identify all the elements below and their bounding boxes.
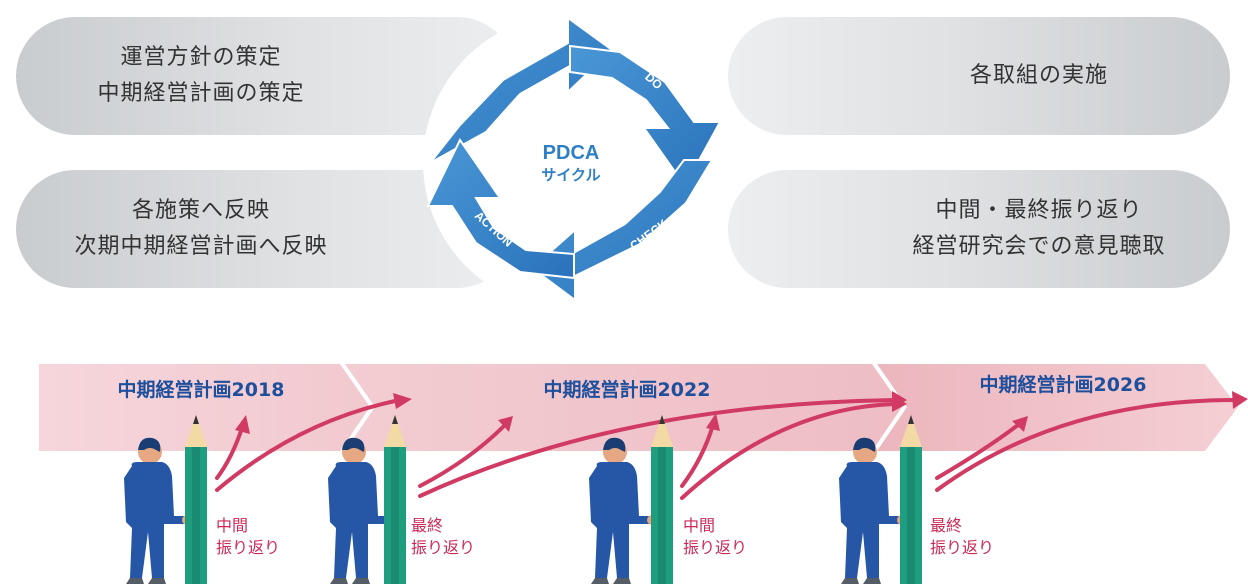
check-line-2: 経営研究会での意見聴取 — [912, 234, 1166, 259]
review-curve-3-short — [680, 423, 715, 488]
review-curve-2-long — [418, 398, 897, 498]
review-label-2-line2: 振り返り — [411, 538, 476, 557]
arrowhead-4b — [1232, 391, 1248, 409]
review-curve-1-short — [215, 426, 244, 480]
check-line-1: 中間・最終振り返り — [935, 198, 1143, 223]
pdca-center-title: PDCA — [543, 142, 600, 164]
review-label-3-line2: 振り返り — [683, 538, 748, 557]
arrowhead-1b — [393, 393, 412, 409]
review-curve-1-long — [215, 398, 402, 492]
review-curves — [215, 398, 1237, 500]
review-label-1-line2: 振り返り — [216, 538, 281, 557]
action-description-pill: 各施策へ反映 次期中期経営計画へ反映 — [16, 170, 516, 288]
pencil-icon-4 — [900, 415, 922, 584]
do-line-1: 各取組の実施 — [969, 63, 1108, 88]
pdca-center-subtitle: サイクル — [541, 166, 600, 184]
review-label-4-line1: 最終 — [930, 516, 963, 535]
plan-line-1: 運営方針の策定 — [120, 45, 282, 70]
review-label-4-line2: 振り返り — [930, 538, 995, 557]
review-label-4: 最終 振り返り — [930, 515, 994, 559]
check-description-pill: 中間・最終振り返り 経営研究会での意見聴取 — [728, 170, 1230, 288]
action-line-2: 次期中期経営計画へ反映 — [74, 234, 328, 259]
do-arrow — [569, 44, 722, 188]
review-curve-4-short — [935, 423, 1020, 480]
person-figure-4 — [839, 437, 907, 584]
plan-2022-title: 中期経営計画2022 — [544, 378, 711, 401]
do-description-pill: 各取組の実施 — [728, 17, 1230, 135]
plan-2026-title: 中期経営計画2026 — [980, 373, 1147, 396]
plan-description-pill: 運営方針の策定 中期経営計画の策定 — [16, 17, 516, 135]
pencil-icon-1 — [185, 415, 207, 584]
plan-2018-band — [39, 364, 370, 451]
review-label-1: 中間 振り返り — [216, 515, 280, 559]
arrowhead-3a — [706, 413, 720, 431]
arrowhead-3b — [892, 395, 907, 412]
action-line-1: 各施策へ反映 — [131, 198, 270, 223]
plan-line-2: 中期経営計画の策定 — [97, 81, 305, 106]
pencil-icon-2 — [384, 415, 406, 584]
review-label-2: 最終 振り返り — [411, 515, 475, 559]
plan-2018-title: 中期経営計画2018 — [118, 378, 285, 401]
review-curve-4-long — [935, 398, 1237, 492]
person-figure-3 — [589, 437, 657, 584]
check-arrow — [530, 159, 714, 302]
plan-2026-band — [877, 364, 1238, 451]
review-arrowheads — [235, 391, 1248, 434]
review-label-3: 中間 振り返り — [683, 515, 747, 559]
arrowhead-4a — [1012, 416, 1028, 432]
action-arrow — [426, 138, 575, 280]
review-label-2-line1: 最終 — [411, 516, 444, 535]
person-figure-1 — [124, 437, 192, 584]
review-curve-2-short — [418, 423, 507, 488]
arrowhead-1a — [235, 415, 250, 434]
plan-2022-band — [345, 364, 902, 451]
pencil-icon-3 — [651, 415, 673, 584]
arrowhead-2a — [498, 416, 513, 432]
plan-arrow — [429, 16, 614, 164]
review-label-3-line1: 中間 — [683, 516, 716, 535]
review-label-1-line1: 中間 — [216, 516, 249, 535]
review-curve-3-long — [680, 402, 897, 500]
